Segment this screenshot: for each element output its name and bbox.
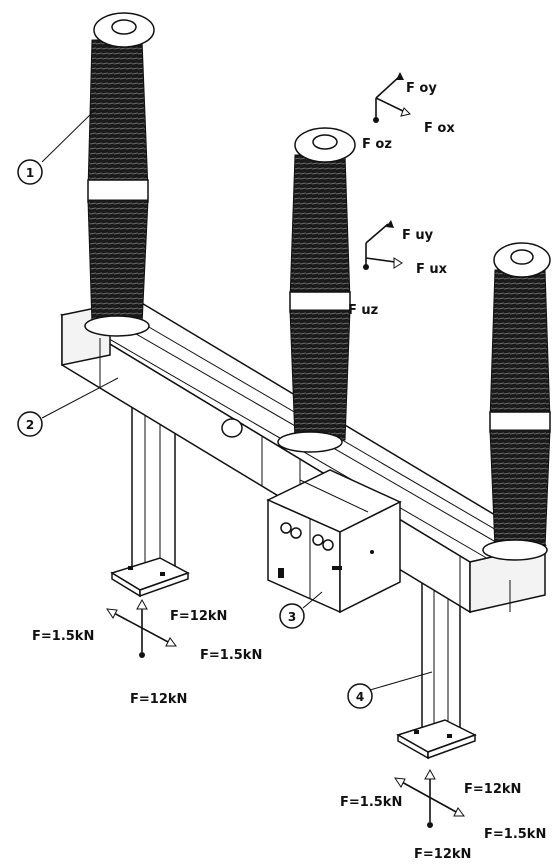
force-label-ux: F ux [416, 262, 448, 277]
left-force-bottom: F=12kN [130, 692, 187, 707]
force-label-uy: F uy [402, 228, 434, 243]
callout-4-number: 4 [356, 690, 364, 704]
force-arrows-right-support: F=12kN F=1.5kN F=1.5kN F=12kN [340, 768, 546, 862]
left-force-left: F=1.5kN [32, 629, 94, 644]
force-label-oz: F oz [362, 137, 392, 152]
callout-2: 2 [17, 377, 119, 437]
pole-left [84, 12, 155, 337]
force-label-ox: F ox [424, 121, 455, 136]
callout-3: 3 [279, 591, 323, 629]
right-force-bottom: F=12kN [414, 847, 471, 862]
callout-1: 1 [17, 109, 96, 185]
force-arrows-top: F oy F ox F oz [362, 72, 455, 152]
force-label-uz: F uz [348, 303, 378, 318]
callout-2-number: 2 [26, 418, 34, 432]
pole-middle [277, 127, 356, 453]
right-force-right: F=1.5kN [484, 827, 546, 842]
callout-4: 4 [347, 671, 433, 709]
force-arrows-middle: F uy F ux F uz [348, 220, 448, 318]
pole-right [482, 242, 551, 561]
force-label-oy: F oy [406, 81, 437, 96]
left-support-post [110, 377, 190, 598]
left-force-right: F=1.5kN [200, 648, 262, 663]
left-force-top-right: F=12kN [170, 609, 227, 624]
right-force-top-right: F=12kN [464, 782, 521, 797]
right-force-left: F=1.5kN [340, 795, 402, 810]
callout-1-number: 1 [26, 166, 34, 180]
callout-3-number: 3 [288, 610, 296, 624]
force-arrows-left-support: F=12kN F=1.5kN F=1.5kN F=12kN [32, 598, 262, 707]
control-cabinet [266, 469, 402, 614]
